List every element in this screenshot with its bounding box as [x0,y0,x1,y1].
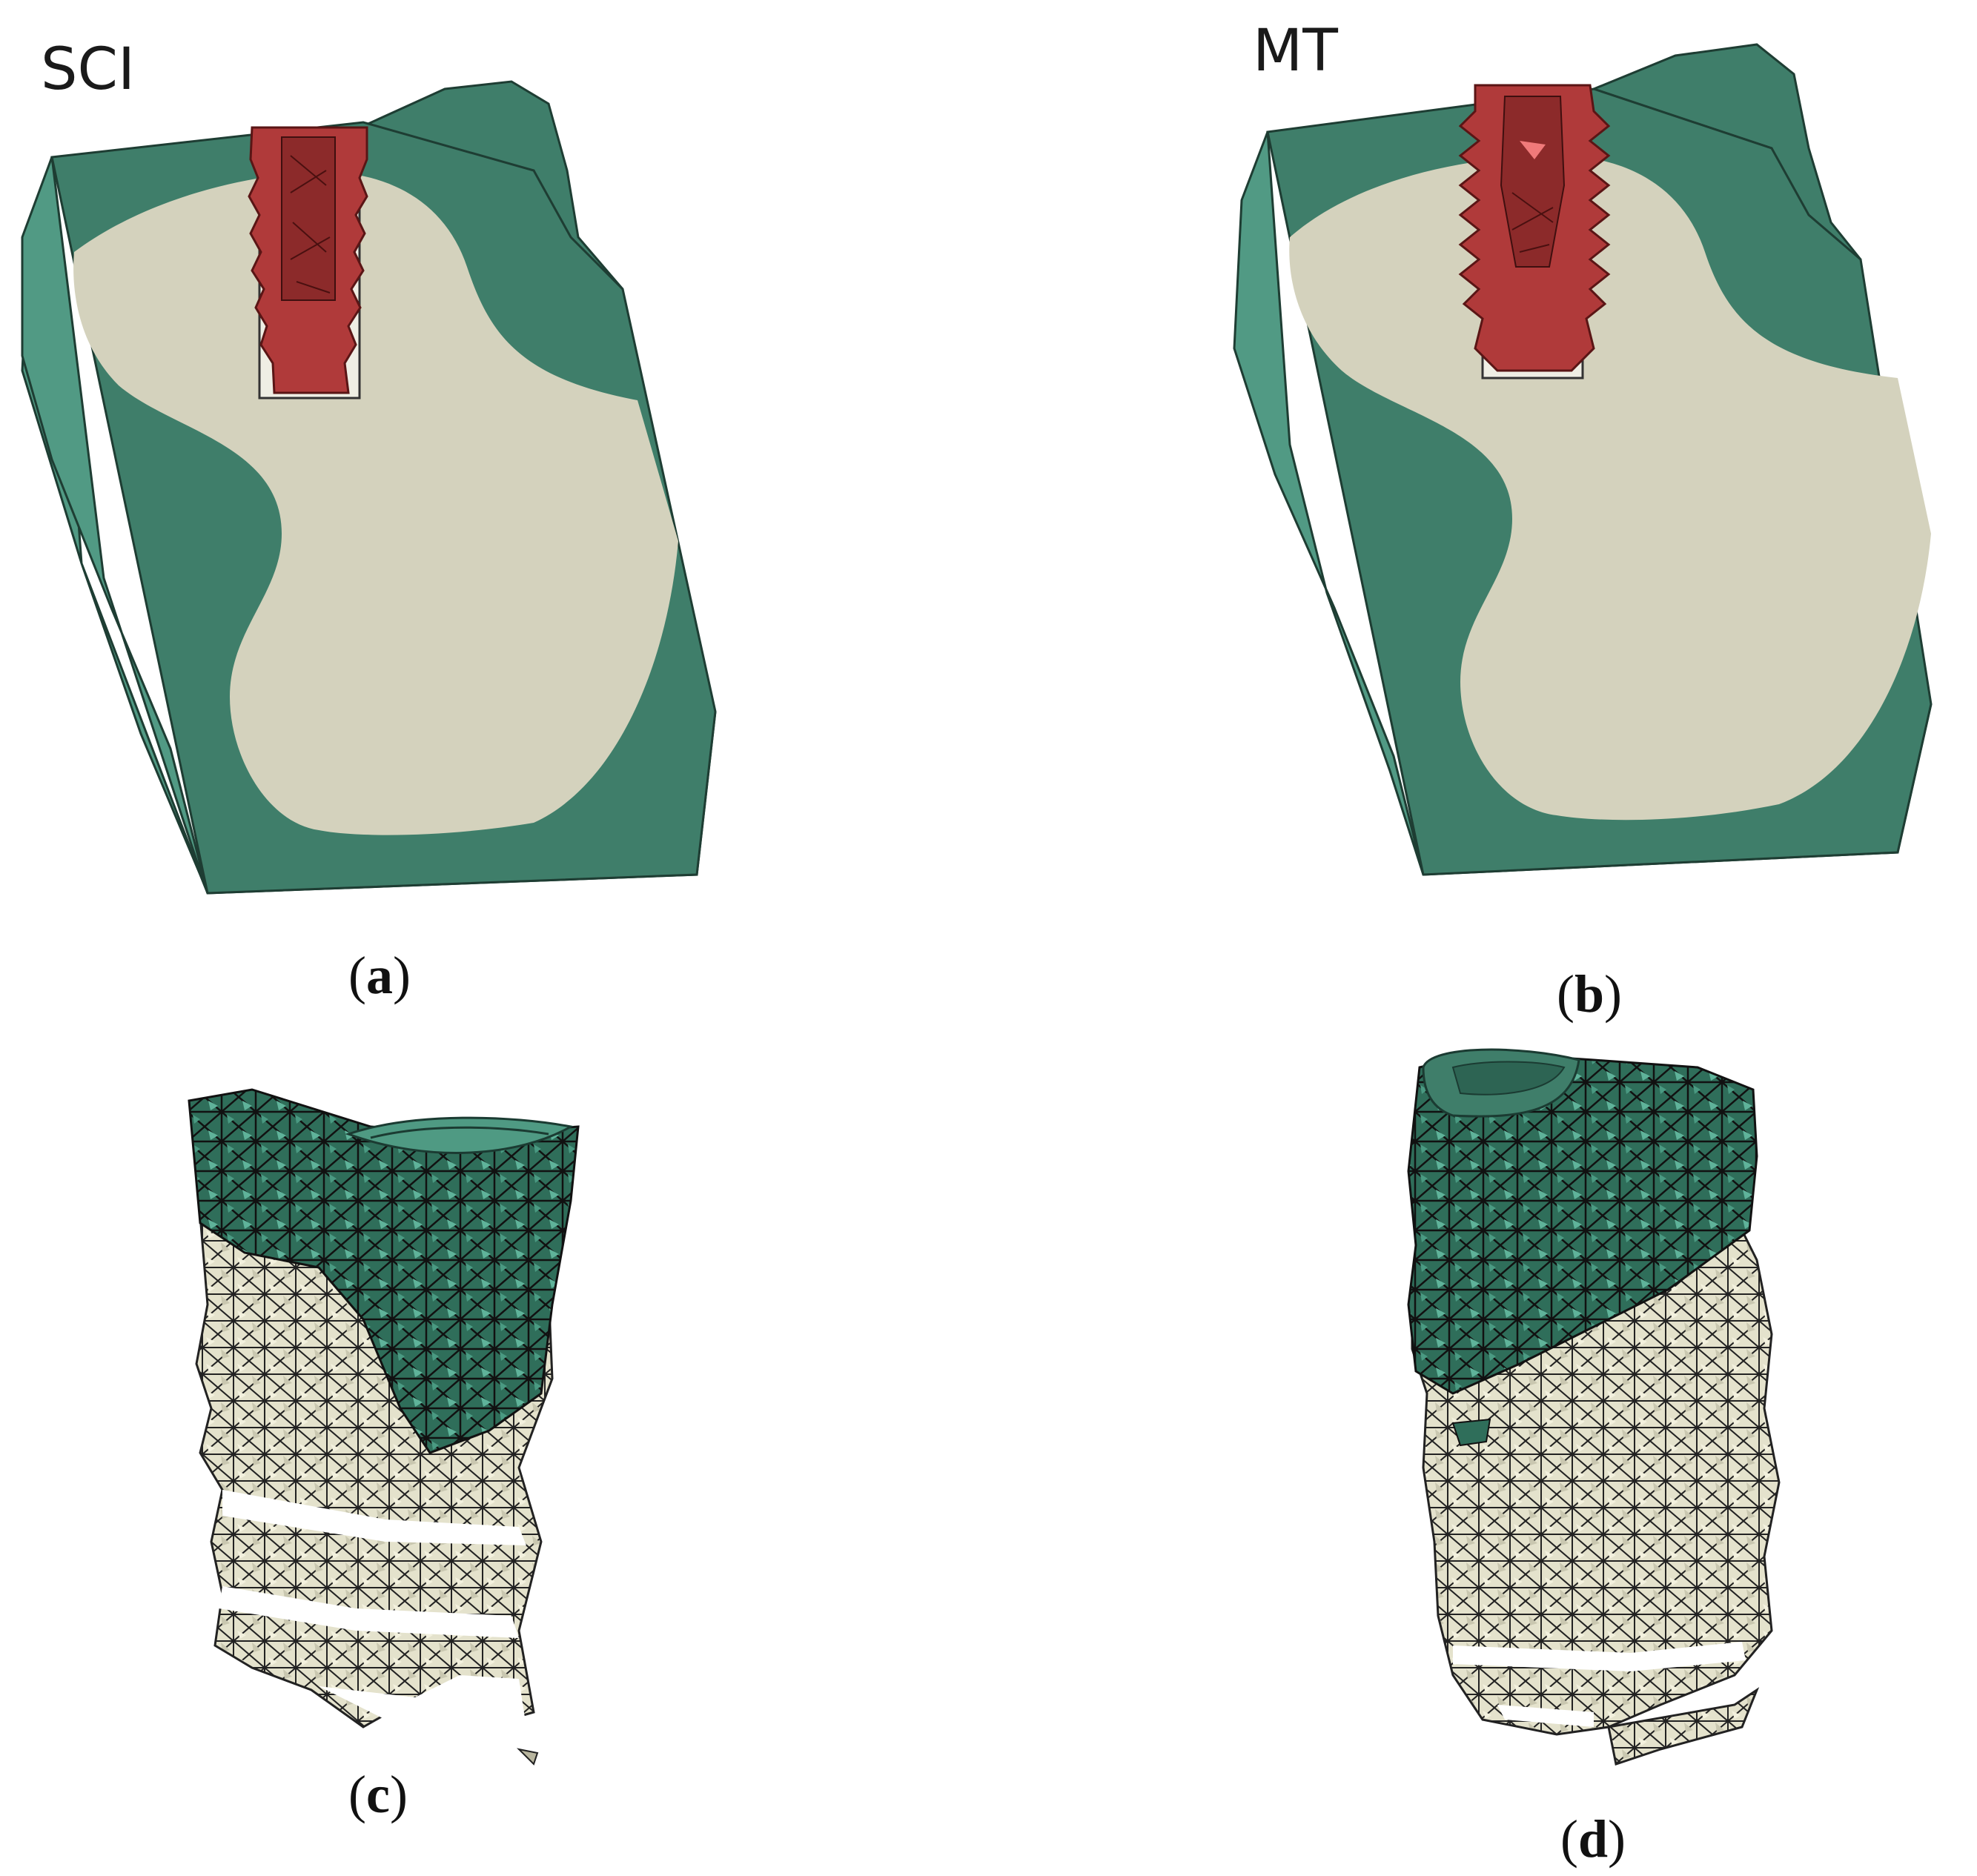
panel-c-caption-letter: c [365,1765,390,1824]
panel-a-caption-letter: a [365,946,393,1005]
panel-a-cancellous-core [73,171,679,835]
panel-d-caption: (d) [1560,1812,1626,1866]
panel-b-cancellous-core [1289,155,1931,821]
panel-d-caption-open: ( [1560,1809,1578,1869]
panel-c-caption-close: ) [389,1765,408,1824]
panel-c-meshed-interface [188,1088,580,1766]
panel-b-caption-letter: b [1574,964,1605,1024]
panel-a-model-label: SCI [41,36,135,103]
panel-a-caption-close: ) [392,946,411,1005]
panel-b-caption-close: ) [1604,964,1623,1024]
panel-d-caption-letter: d [1577,1809,1609,1869]
panel-b-caption-open: ( [1557,964,1574,1024]
panel-b-model-label: MT [1253,18,1338,84]
panel-d-cortical-mesh [1407,1051,1758,1395]
panel-a-caption-open: ( [348,946,366,1005]
panel-c-caption: (c) [348,1768,408,1821]
panel-b-side-face [1233,131,1425,875]
panel-b-caption: (b) [1557,967,1622,1021]
panel-a-bone-block [21,80,717,895]
panel-d-meshed-interface [1407,1048,1781,1766]
panel-a-caption: (a) [348,949,411,1002]
panel-d-caption-close: ) [1608,1809,1626,1869]
panel-c-caption-open: ( [348,1765,366,1824]
panel-b-bone-block [1233,43,1933,876]
